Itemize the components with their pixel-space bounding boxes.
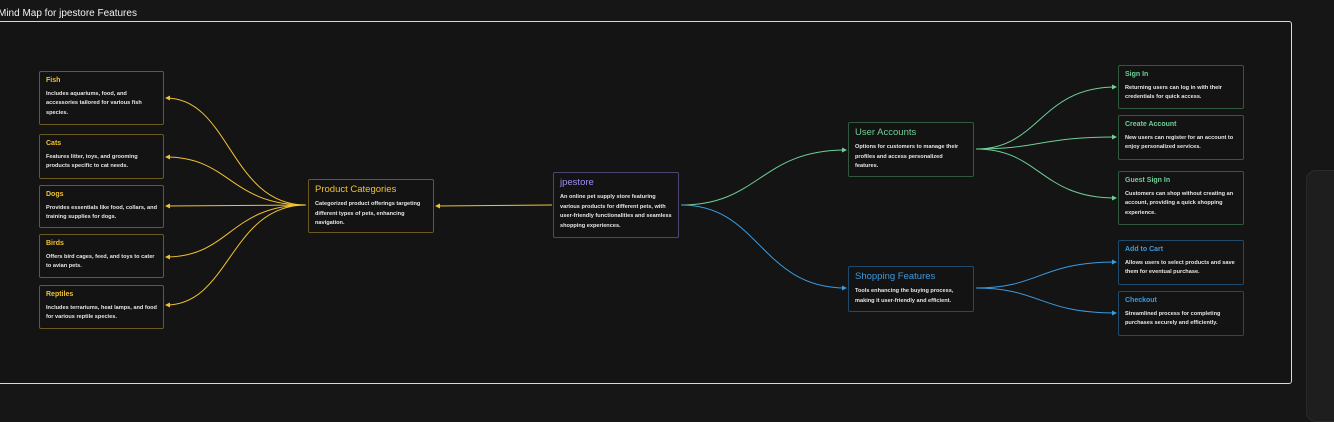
node-desc: Returning users can log in with their cr…	[1125, 84, 1222, 101]
node-title: Checkout	[1125, 297, 1157, 304]
node-birds[interactable]: Birds Offers bird cages, feed, and toys …	[39, 234, 164, 278]
node-desc: Options for customers to manage their pr…	[855, 144, 959, 170]
node-title: Birds	[46, 240, 64, 247]
node-user-accounts[interactable]: User Accounts Options for customers to m…	[848, 122, 974, 177]
edge-root-user-accounts	[680, 147, 847, 206]
node-reptiles[interactable]: Reptiles Includes terrariums, heat lamps…	[39, 285, 164, 329]
edge-root-shopping	[680, 204, 847, 291]
node-add-to-cart[interactable]: Add to Cart Allows users to select produ…	[1118, 240, 1244, 285]
node-jpestore[interactable]: jpestore An online pet supply store feat…	[553, 172, 679, 238]
side-panel	[1306, 170, 1334, 422]
node-desc: Categorized product offerings targeting …	[315, 201, 421, 227]
node-cats[interactable]: Cats Features litter, toys, and grooming…	[39, 134, 164, 179]
node-desc: New users can register for an account to…	[1125, 134, 1234, 151]
node-title: Product Categories	[315, 184, 397, 195]
edge-categories-dogs	[165, 203, 307, 209]
node-fish[interactable]: Fish Includes aquariums, food, and acces…	[39, 71, 164, 125]
node-title: Fish	[46, 77, 61, 84]
node-shopping-features[interactable]: Shopping Features Tools enhancing the bu…	[848, 266, 974, 312]
node-desc: Provides essentials like food, collars, …	[46, 204, 157, 221]
edge-shopping-add-to-cart	[975, 259, 1117, 289]
node-title: User Accounts	[855, 127, 917, 138]
node-guest-sign-in[interactable]: Guest Sign In Customers can shop without…	[1118, 171, 1244, 225]
node-title: Dogs	[46, 191, 64, 198]
node-title: Guest Sign In	[1125, 177, 1171, 184]
node-product-categories[interactable]: Product Categories Categorized product o…	[308, 179, 434, 233]
node-create-account[interactable]: Create Account New users can register fo…	[1118, 115, 1244, 160]
edge-shopping-checkout	[975, 287, 1117, 316]
edge-root-product-categories	[435, 203, 553, 209]
edge-categories-reptiles	[165, 204, 307, 308]
edge-categories-fish	[165, 95, 307, 206]
node-dogs[interactable]: Dogs Provides essentials like food, coll…	[39, 185, 164, 228]
node-title: Cats	[46, 140, 62, 147]
node-desc: Features litter, toys, and grooming prod…	[46, 153, 138, 170]
edge-categories-cats	[165, 154, 307, 206]
edge-accounts-sign-in	[975, 84, 1117, 150]
node-desc: An online pet supply store featuring var…	[560, 194, 672, 229]
node-title: Sign In	[1125, 71, 1149, 78]
node-desc: Allows users to select products and save…	[1125, 259, 1235, 276]
node-title: jpestore	[560, 177, 594, 188]
edge-categories-birds	[165, 204, 307, 260]
edges-layer	[165, 84, 1117, 316]
node-desc: Includes aquariums, food, and accessorie…	[46, 90, 142, 116]
node-title: Create Account	[1125, 121, 1177, 128]
node-desc: Offers bird cages, feed, and toys to cat…	[46, 253, 155, 270]
edge-accounts-create	[975, 134, 1117, 150]
node-checkout[interactable]: Checkout Streamlined process for complet…	[1118, 291, 1244, 336]
node-desc: Streamlined process for completing purch…	[1125, 310, 1221, 327]
node-desc: Customers can shop without creating an a…	[1125, 190, 1234, 216]
page-title: Mind Map for jpestore Features	[0, 8, 137, 19]
node-title: Reptiles	[46, 291, 74, 298]
node-desc: Includes terrariums, heat lamps, and foo…	[46, 304, 157, 321]
node-sign-in[interactable]: Sign In Returning users can log in with …	[1118, 65, 1244, 109]
edge-accounts-guest	[975, 148, 1117, 201]
node-desc: Tools enhancing the buying process, maki…	[855, 288, 954, 304]
node-title: Add to Cart	[1125, 246, 1164, 253]
node-title: Shopping Features	[855, 271, 936, 282]
